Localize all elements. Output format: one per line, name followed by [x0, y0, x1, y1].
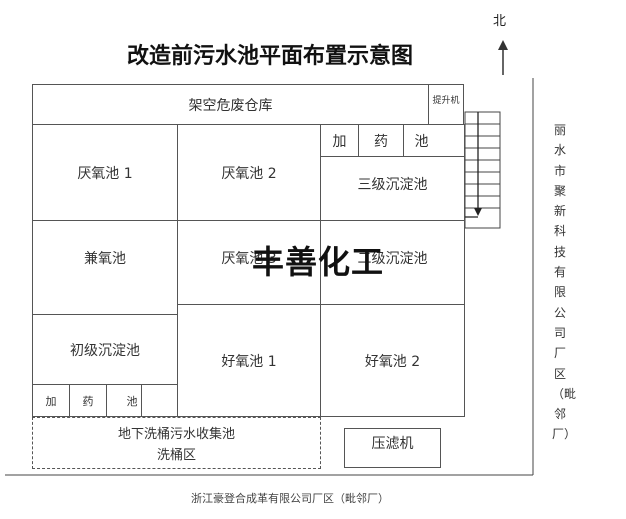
dosing-top-char-1: 加: [332, 133, 347, 150]
neighbor-bottom-label: 浙江豪登合成革有限公司厂区（毗邻厂）: [191, 492, 389, 505]
dosing-bottom-char-2: 药: [82, 394, 94, 408]
stairs: [464, 111, 501, 229]
dosing-bottom-cell-4: [141, 384, 178, 417]
dosing-bottom-char-1: 加: [45, 394, 57, 408]
dosing-bottom-cell-2: [69, 384, 107, 417]
neighbor-right-label: 丽水市聚新科技有限公司厂区（毗邻厂）: [552, 123, 577, 442]
dosing-bottom-char-3: 池: [126, 394, 138, 408]
primary-settling-label: 初级沉淀池: [70, 342, 140, 359]
anaerobic-tank-1: [32, 124, 178, 221]
aerobic-tank-1: [177, 304, 321, 417]
filter-press-label: 压滤机: [371, 436, 414, 452]
tertiary-settling-label: 三级沉淀池: [357, 176, 428, 193]
anaerobic-tank-2-label: 厌氧池 2: [221, 165, 277, 182]
watermark: 丰善化工: [251, 243, 384, 281]
warehouse-label: 架空危废仓库: [188, 97, 273, 114]
diagram-title: 改造前污水池平面布置示意图: [126, 43, 413, 69]
underground-collection-tank: [32, 417, 321, 469]
secondary-settling-label: 二级沉淀池: [357, 250, 428, 267]
north-label: 北: [493, 14, 507, 29]
dosing-top-char-3: 池: [414, 133, 429, 150]
wash-area-label: 洗桶区: [156, 447, 196, 463]
dosing-top-char-2: 药: [374, 133, 388, 150]
aerobic-tank-2-label: 好氧池 2: [364, 353, 421, 370]
underground-tank-label: 地下洗桶污水收集池: [117, 426, 235, 442]
filter-press-box: [344, 428, 441, 468]
secondary-settling-tank: [320, 220, 465, 305]
aerobic-tank-1-label: 好氧池 1: [221, 353, 277, 370]
lift-pump-label: 提升机: [432, 95, 460, 106]
aerobic-tank-2: [320, 304, 465, 417]
stair-arrowhead-down: [474, 208, 482, 216]
warehouse-box: [32, 84, 429, 125]
dosing-bottom-cell-1: [32, 384, 70, 417]
north-arrowhead: [498, 40, 508, 50]
anaerobic-tank-3-label: 厌氧池 3: [221, 250, 277, 267]
anaerobic-tank-1-label: 厌氧池 1: [77, 165, 133, 182]
facultative-tank-label: 兼氧池: [84, 250, 126, 267]
